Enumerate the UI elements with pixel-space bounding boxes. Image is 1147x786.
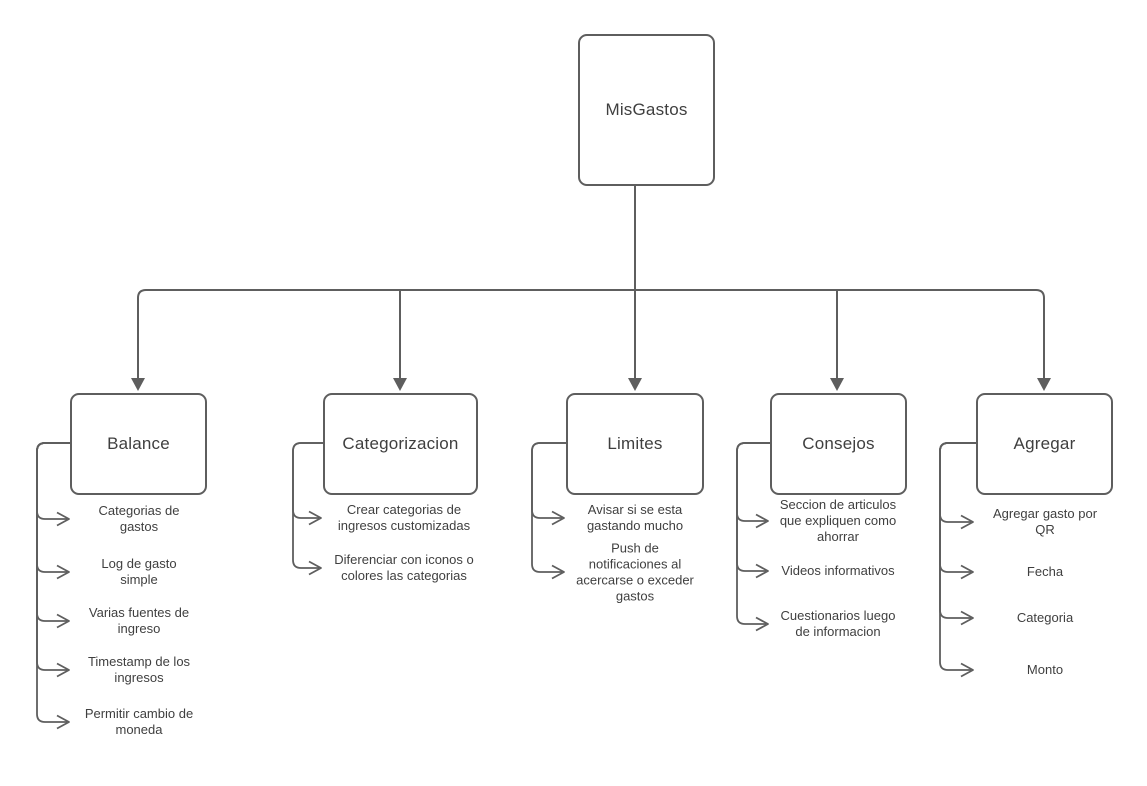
chevron-arrow-icon-balance-1 (56, 511, 70, 527)
chevron-arrow-icon-categorizacion-1 (308, 510, 322, 526)
node-agregar-label: Agregar (1013, 434, 1076, 453)
node-categorizacion[interactable]: Categorizacion (323, 393, 478, 495)
chevron-arrow-icon-agregar-3 (960, 610, 974, 626)
node-consejos[interactable]: Consejos (770, 393, 907, 495)
leaf-categoria[interactable]: Categoria (1016, 610, 1074, 626)
connector-agregar-item-4 (939, 442, 976, 671)
chevron-arrow-icon-balance-2 (56, 564, 70, 580)
leaf-diferenciar-iconos-colores[interactable]: Diferenciar con iconos o colores las cat… (334, 552, 474, 583)
connector-consejos-item-1 (736, 442, 770, 522)
chevron-arrow-icon-categorizacion-2 (308, 560, 322, 576)
chevron-arrow-icon-balance-5 (56, 714, 70, 730)
arrowhead-categorizacion (393, 378, 407, 391)
leaf-fecha[interactable]: Fecha (1026, 564, 1064, 580)
leaf-permitir-cambio-de-moneda[interactable]: Permitir cambio de moneda (84, 706, 194, 737)
connector-balance-item-4 (36, 442, 70, 671)
leaf-monto[interactable]: Monto (1026, 662, 1064, 678)
connector-bus (137, 289, 1045, 378)
connector-balance-item-3 (36, 442, 70, 622)
connector-limites-item-2 (531, 442, 566, 573)
chevron-arrow-icon-balance-4 (56, 662, 70, 678)
leaf-seccion-articulos-ahorrar[interactable]: Seccion de articulos que expliquen como … (779, 497, 897, 544)
arrowhead-consejos (830, 378, 844, 391)
chevron-arrow-icon-limites-1 (551, 510, 565, 526)
leaf-avisar-gastando-mucho[interactable]: Avisar si se esta gastando mucho (586, 502, 684, 533)
connector-categorizacion-item-1 (292, 442, 323, 519)
chevron-arrow-icon-consejos-1 (755, 513, 769, 529)
leaf-push-notificaciones[interactable]: Push de notificaciones al acercarse o ex… (576, 540, 694, 603)
arrowhead-agregar (1037, 378, 1051, 391)
connector-agregar-item-3 (939, 442, 976, 619)
chevron-arrow-icon-agregar-4 (960, 662, 974, 678)
node-balance-label: Balance (107, 434, 170, 453)
connector-consejos-item-3 (736, 442, 770, 625)
leaf-agregar-gasto-qr[interactable]: Agregar gasto por QR (992, 506, 1098, 537)
node-categorizacion-label: Categorizacion (342, 434, 459, 453)
arrowhead-limites (628, 378, 642, 391)
node-balance[interactable]: Balance (70, 393, 207, 495)
connector-balance-item-2 (36, 442, 70, 573)
leaf-categorias-de-gastos[interactable]: Categorias de gastos (98, 503, 180, 534)
arrowhead-balance (131, 378, 145, 391)
connector-agregar-item-1 (939, 442, 976, 523)
node-agregar[interactable]: Agregar (976, 393, 1113, 495)
connector-categorizacion-item-2 (292, 442, 323, 569)
leaf-crear-categorias-customizadas[interactable]: Crear categorias de ingresos customizada… (337, 502, 471, 533)
leaf-cuestionarios-informacion[interactable]: Cuestionarios luego de informacion (780, 608, 896, 639)
chevron-arrow-icon-agregar-2 (960, 564, 974, 580)
connector-agregar-item-2 (939, 442, 976, 573)
leaf-log-de-gasto-simple[interactable]: Log de gasto simple (101, 556, 177, 587)
node-limites[interactable]: Limites (566, 393, 704, 495)
connector-limites-item-1 (531, 442, 566, 519)
leaf-videos-informativos[interactable]: Videos informativos (781, 563, 895, 579)
leaf-timestamp-de-los-ingresos[interactable]: Timestamp de los ingresos (87, 654, 191, 685)
leaf-varias-fuentes-de-ingreso[interactable]: Varias fuentes de ingreso (88, 605, 190, 636)
chevron-arrow-icon-consejos-2 (755, 563, 769, 579)
chevron-arrow-icon-consejos-3 (755, 616, 769, 632)
chevron-arrow-icon-balance-3 (56, 613, 70, 629)
chevron-arrow-icon-limites-2 (551, 564, 565, 580)
node-misgastos-label: MisGastos (605, 100, 688, 119)
node-limites-label: Limites (607, 434, 663, 453)
connector-balance-item-1 (36, 442, 70, 520)
chevron-arrow-icon-agregar-1 (960, 514, 974, 530)
node-consejos-label: Consejos (802, 434, 875, 453)
connector-balance-item-5 (36, 442, 70, 723)
node-misgastos[interactable]: MisGastos (578, 34, 715, 186)
connector-consejos-item-2 (736, 442, 770, 572)
